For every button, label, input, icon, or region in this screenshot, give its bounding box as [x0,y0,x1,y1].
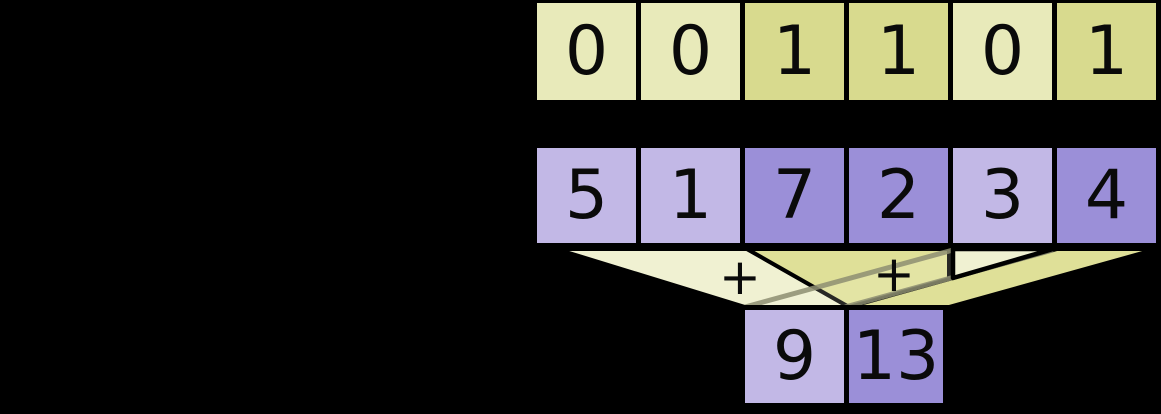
mask-cell-1: 0 [636,0,740,105]
plus-operator-left: + [719,248,761,306]
value-cell-1: 1 [636,143,740,248]
result-cell-mask1: 13 [844,305,948,408]
results-row: 9 13 [740,305,948,408]
value-cell-5: 4 [1052,143,1156,248]
mask-cell-0: 0 [532,0,636,105]
crossing-band-edge-left [744,247,954,310]
mask-cell-2: 1 [740,0,844,105]
value-cell-3: 2 [844,143,948,248]
value-cell-0: 5 [532,143,636,248]
mask-row: 0 0 1 1 0 1 [532,0,1156,105]
mask-cell-4: 0 [948,0,1052,105]
values-row: 5 1 7 2 3 4 [532,143,1156,248]
value-cell-2: 7 [740,143,844,248]
result-cell-mask0: 9 [740,305,844,408]
mask-cell-3: 1 [844,0,948,105]
mask-cell-5: 1 [1052,0,1156,105]
funnel-mask0-wedge [950,246,1056,281]
plus-operator-right: + [873,245,915,303]
value-cell-4: 3 [948,143,1052,248]
